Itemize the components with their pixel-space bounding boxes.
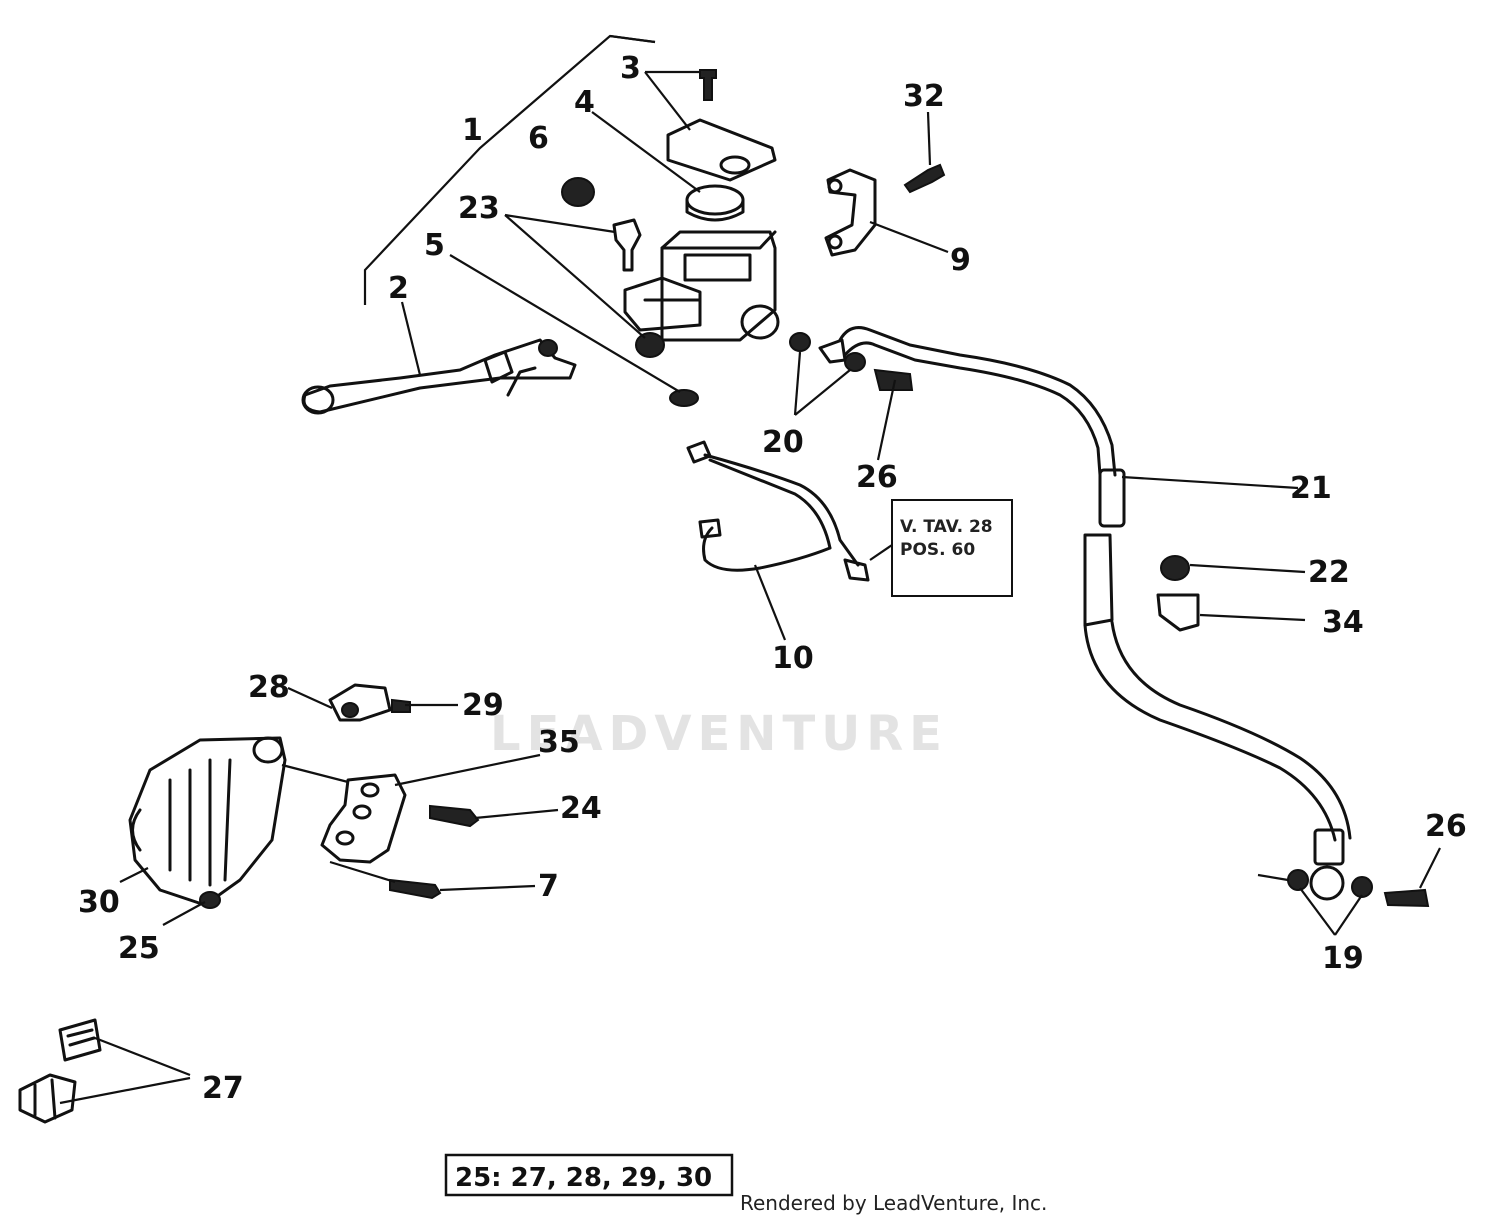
callout-5: 5 (424, 228, 445, 263)
pivot-bolt (612, 218, 642, 272)
brake-hose (838, 326, 1352, 866)
callout-9: 9 (950, 243, 971, 278)
callout-10: 10 (772, 641, 814, 676)
upper-banjo-washers (789, 332, 914, 391)
callout-4: 4 (574, 85, 595, 120)
watermark: LEADVENTURE (490, 706, 948, 762)
callout-23: 23 (458, 191, 500, 226)
footer-note: 25: 27, 28, 29, 30 (455, 1163, 712, 1193)
brake-pads (18, 1018, 102, 1124)
callout-32: 32 (903, 79, 945, 114)
callout-30: 30 (78, 885, 120, 920)
callout-29: 29 (462, 688, 504, 723)
callout-20: 20 (762, 425, 804, 460)
callout-6: 6 (528, 121, 549, 156)
callout-26-top: 26 (856, 460, 898, 495)
lower-banjo (1257, 865, 1430, 908)
callout-24: 24 (560, 791, 602, 826)
reference-note-line1: V. TAV. 28 (900, 517, 993, 537)
callout-21: 21 (1290, 471, 1332, 506)
callout-34: 34 (1322, 605, 1364, 640)
master-cylinder (623, 230, 780, 342)
pivot-nut (635, 332, 665, 358)
callout-19: 19 (1322, 941, 1364, 976)
callout-28: 28 (248, 670, 290, 705)
handlebar-clamp (824, 168, 877, 257)
brake-caliper (128, 736, 287, 909)
brake-switch-wire (686, 440, 870, 582)
reference-box (891, 499, 1013, 597)
callout-7: 7 (538, 869, 559, 904)
bracket-bolt-upper (429, 804, 480, 828)
cap-screw (699, 69, 717, 101)
assembly-bracket (363, 34, 656, 305)
callout-35: 35 (538, 725, 580, 760)
callout-2: 2 (388, 271, 409, 306)
bracket-bolt-lower (389, 878, 442, 900)
reservoir-cap (666, 118, 777, 182)
dust-boot (561, 177, 595, 207)
callout-25: 25 (118, 931, 160, 966)
callout-3: 3 (620, 51, 641, 86)
callout-22: 22 (1308, 555, 1350, 590)
callout-26-bottom: 26 (1425, 809, 1467, 844)
reference-note-line2: POS. 60 (900, 540, 975, 560)
brake-lever (301, 338, 577, 415)
clamp-bolt (903, 163, 946, 194)
hose-guide (1156, 555, 1200, 632)
callout-1: 1 (462, 113, 483, 148)
adjust-screw (669, 389, 699, 407)
caliper-bracket (320, 773, 407, 864)
bleeder-valve (328, 683, 411, 722)
diaphragm (685, 184, 745, 222)
footer-note-box (444, 1153, 734, 1197)
callout-27: 27 (202, 1071, 244, 1106)
credit-text: Rendered by LeadVenture, Inc. (740, 1191, 1047, 1215)
